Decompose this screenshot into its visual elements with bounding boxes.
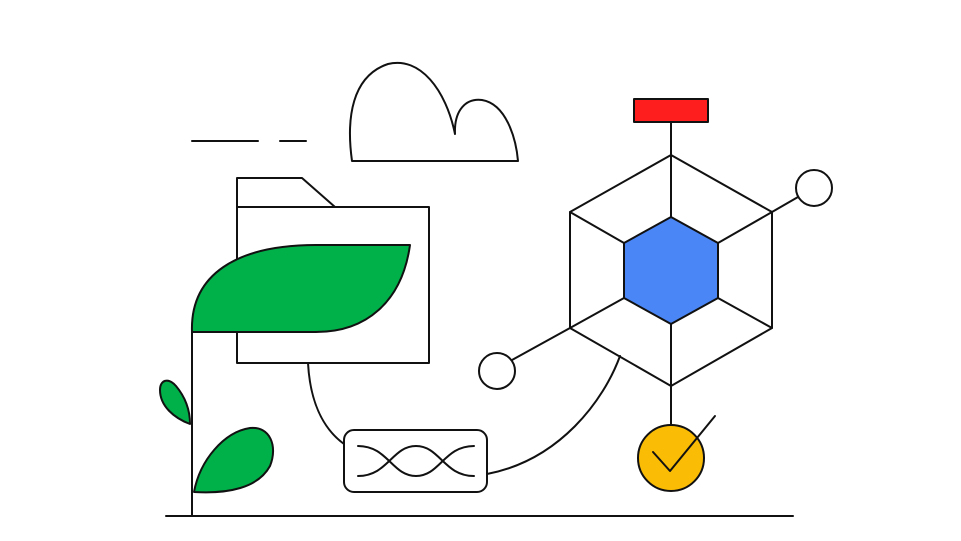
folder-tab	[236, 177, 336, 208]
spoke-bottom-left	[569, 297, 625, 329]
dna-chip-frame	[343, 429, 488, 493]
node-left	[478, 352, 516, 390]
checkmark-icon	[652, 415, 716, 472]
dna-chip-icon	[343, 429, 488, 493]
red-tag-icon	[633, 98, 709, 123]
check-badge	[637, 424, 705, 492]
node-right	[795, 169, 833, 207]
big-leaf	[190, 244, 411, 333]
folder-connector	[307, 362, 345, 445]
small-leaf-left	[159, 379, 191, 425]
core-hexagon	[623, 216, 719, 325]
node-right-link	[771, 196, 799, 213]
dna-strand-b	[357, 445, 475, 477]
hexagon-network-icon	[478, 98, 833, 492]
dna-strand-a	[357, 445, 475, 477]
plant-icon	[159, 244, 411, 517]
spoke-top-right	[717, 211, 773, 244]
small-leaf-right	[193, 426, 275, 494]
chip-connector	[486, 355, 621, 475]
spoke-top-left	[569, 211, 625, 244]
cloud-icon	[349, 61, 519, 162]
node-left-link	[511, 327, 571, 361]
spoke-bottom-right	[717, 297, 773, 329]
